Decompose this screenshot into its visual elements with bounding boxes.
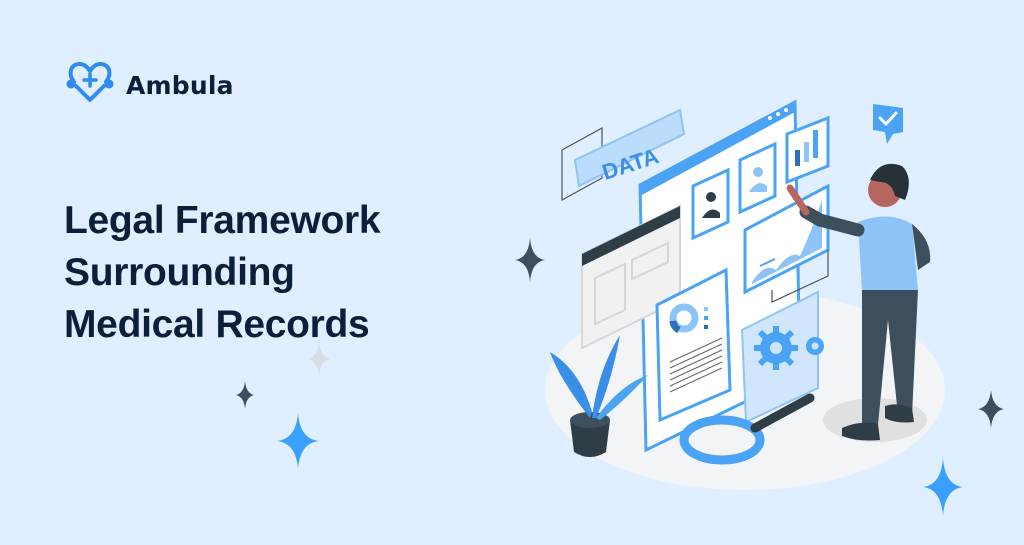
title-line-3: Medical Records <box>64 303 370 346</box>
page-title: Legal Framework Surrounding Medical Reco… <box>64 195 381 351</box>
brand-name: Ambula <box>126 71 234 100</box>
sparkle-dark-icon <box>515 238 545 282</box>
sparkle-gray-icon <box>307 342 331 376</box>
sparkle-blue-icon <box>923 458 963 516</box>
person-pointing <box>786 163 931 441</box>
brand-logo[interactable]: Ambula <box>62 60 234 111</box>
hero-illustration: DATA <box>545 99 945 490</box>
title-line-2: Surrounding <box>64 251 295 294</box>
sparkle-dark-icon <box>978 390 1004 428</box>
sparkle-dark-icon <box>236 381 254 409</box>
sparkle-blue-icon <box>277 413 319 469</box>
heart-plus-stethoscope-icon <box>62 60 118 111</box>
title-line-1: Legal Framework <box>64 199 381 242</box>
